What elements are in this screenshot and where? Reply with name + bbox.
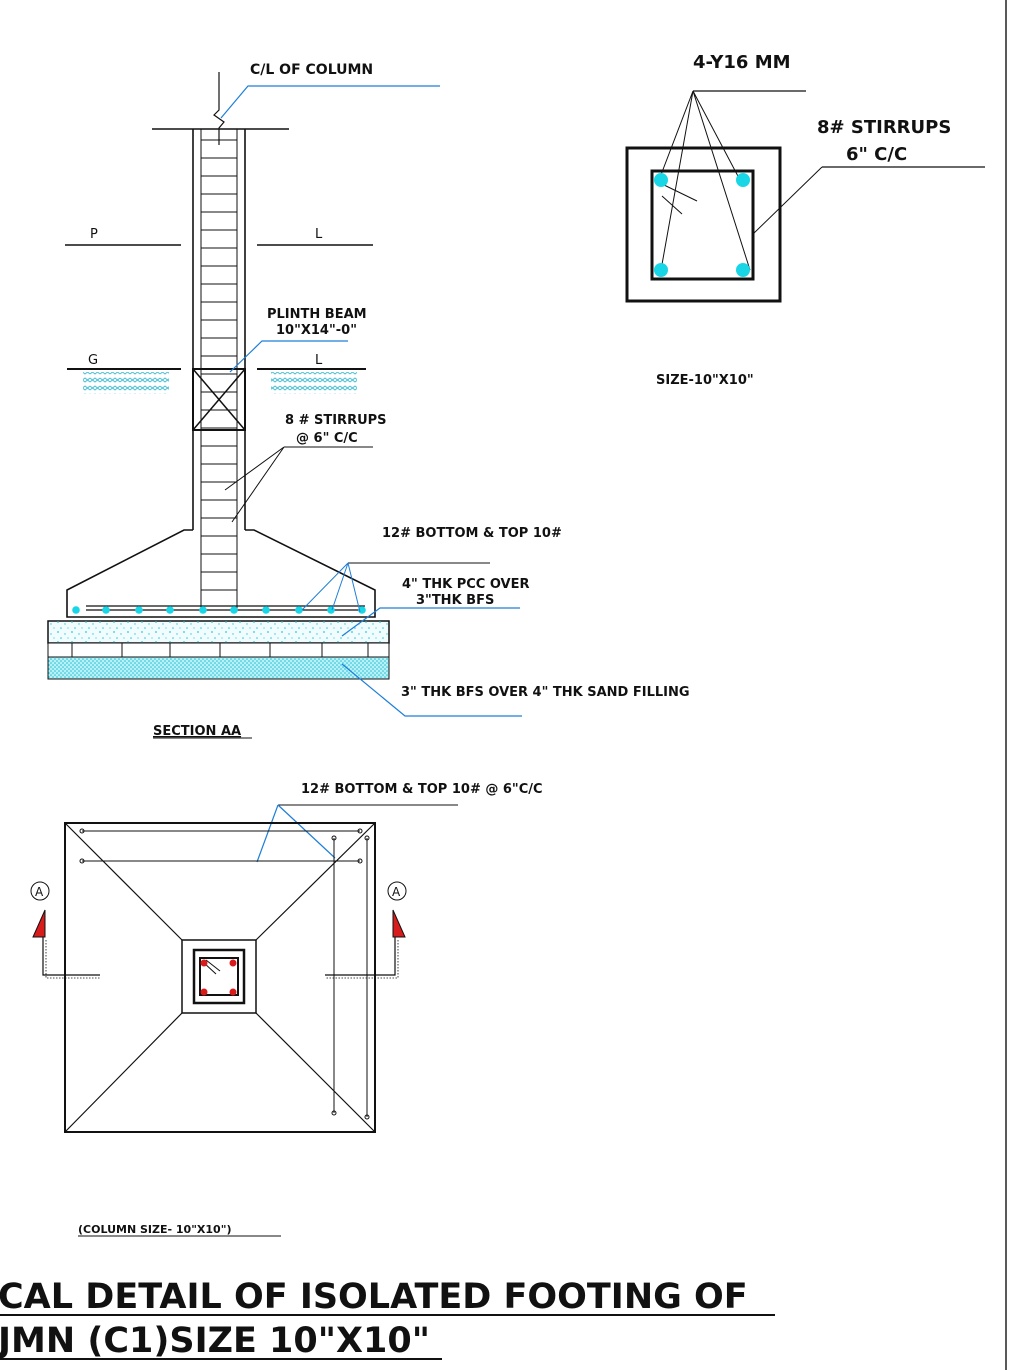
bottom-bar-dots [72,606,366,614]
pedestal [181,939,257,1014]
cl-label: C/L OF COLUMN [250,62,373,78]
column-outline [625,146,782,303]
sand-layer [47,656,390,680]
footing-plan-outline [64,822,376,1133]
plinth-beam-label-1: PLINTH BEAM [267,307,367,322]
soil-hatch-right [271,372,357,394]
section-title: SECTION AA [153,724,241,739]
column-size-label: SIZE-10"X10" [656,373,754,388]
pcc-label-2: 3"THK BFS [416,593,494,608]
plan-column-inner [199,957,239,996]
level-l-2: L [315,353,323,368]
column-stirrup [650,169,755,281]
footing-outline [66,529,376,618]
drawing-title: CAL DETAIL OF ISOLATED FOOTING OF JMN (C… [0,1277,775,1361]
marker-left: A [35,885,44,899]
plinth-beam-label-2: 10"X14"-0" [276,323,357,338]
level-g: G [88,353,98,368]
section-aa: C/L OF COLUMN P L G L PLINTH BEAM 10"X14… [47,62,690,739]
stirrups-label-2b: 6" C/C [846,144,907,165]
level-l-1: L [315,227,323,242]
plan-rebar-dot [229,988,237,996]
title-line-1: CAL DETAIL OF ISOLATED FOOTING OF [0,1277,748,1317]
stirrups-label-2: @ 6" C/C [296,431,358,446]
plan-rebar-dot [200,988,208,996]
bfs-layer [47,642,390,658]
bars-label: 12# BOTTOM & TOP 10# [382,526,562,541]
brick-joints [71,643,369,657]
plan-rebar-dot [200,959,208,967]
column-size-note: (COLUMN SIZE- 10"X10") [78,1223,231,1236]
plan-column-outer [192,948,246,1005]
rebar-dot [654,263,668,277]
plan-rebar-dot [229,959,237,967]
cl-leader [220,85,440,119]
title-line-2: JMN (C1)SIZE 10"X10" [0,1321,430,1361]
column-stirrups [201,139,237,591]
rebar-dot [654,173,668,187]
soil-hatch-left [83,372,169,394]
plinth-beam [192,368,246,431]
rebar-dot [736,263,750,277]
plan-bars-label: 12# BOTTOM & TOP 10# @ 6"C/C [301,782,543,797]
stirrups-label-1b: 8# STIRRUPS [817,117,951,138]
bfs-label: 3" THK BFS OVER 4" THK SAND FILLING [401,685,690,700]
rebar-dot [736,173,750,187]
level-p: P [90,227,98,242]
column-cross-section: 4-Y16 MM 8# STIRRUPS 6" C/C SIZE-10"X10" [625,52,985,388]
pcc-label-1: 4" THK PCC OVER [402,577,529,592]
footing-plan: 12# BOTTOM & TOP 10# @ 6"C/C A [30,782,543,1237]
marker-right: A [392,885,401,899]
main-bars-label: 4-Y16 MM [693,52,791,73]
stirrups-label-1: 8 # STIRRUPS [285,413,387,428]
